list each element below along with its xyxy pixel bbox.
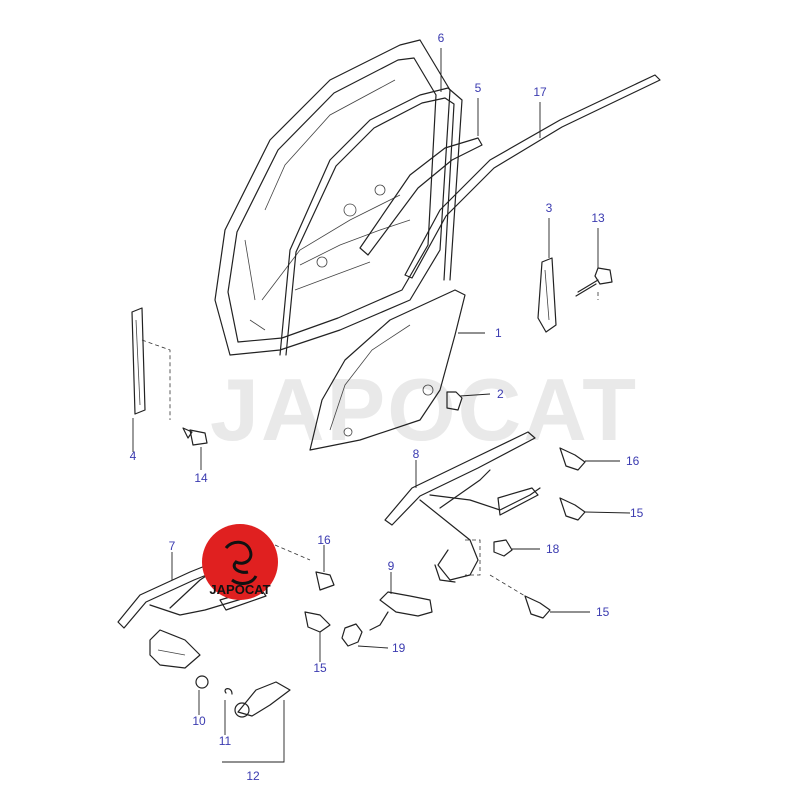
callout-11: 11 — [219, 734, 232, 748]
bolt-16-lower — [315, 571, 335, 591]
wire-harness — [341, 623, 363, 647]
nut-18 — [493, 539, 513, 557]
callout-19: 19 — [392, 641, 406, 655]
window-motor — [369, 591, 433, 631]
callout-3: 3 — [546, 201, 553, 215]
callout-18: 18 — [546, 542, 560, 556]
bolt-15-upper — [559, 497, 586, 521]
japocat-logo: JAPOCAT — [202, 524, 278, 600]
bolt-13 — [575, 267, 613, 297]
callout-6: 6 — [438, 31, 445, 45]
door-shell — [214, 39, 451, 356]
bolt-16-upper — [559, 447, 586, 471]
bolt-14 — [182, 427, 208, 446]
run-channel — [279, 87, 463, 356]
callout-14: 14 — [194, 471, 208, 485]
callout-5: 5 — [475, 81, 482, 95]
callout-13: 13 — [591, 211, 605, 225]
callout-1: 1 — [495, 326, 502, 340]
callout-15-left: 15 — [313, 661, 327, 675]
bolt-15-left — [304, 611, 331, 633]
weatherstrip — [404, 74, 661, 279]
door-glass — [309, 289, 466, 451]
leader-lines — [132, 48, 631, 763]
callout-10: 10 — [192, 714, 206, 728]
watermark-text: JAPOCAT — [210, 360, 638, 459]
callout-8: 8 — [413, 447, 420, 461]
logo-text: JAPOCAT — [209, 582, 270, 597]
callout-17: 17 — [533, 85, 547, 99]
callout-labels: 6 5 17 3 13 1 2 4 14 8 16 15 18 15 7 16 … — [130, 31, 644, 783]
front-channel — [131, 307, 146, 415]
callout-2: 2 — [497, 387, 504, 401]
callout-15-lower: 15 — [596, 605, 610, 619]
rear-channel — [537, 257, 557, 333]
callout-15-upper: 15 — [630, 506, 644, 520]
callout-16-upper: 16 — [626, 454, 640, 468]
belt-moulding-outer — [359, 137, 483, 256]
callout-16-lower: 16 — [317, 533, 331, 547]
callout-4: 4 — [130, 449, 137, 463]
glass-clip — [446, 391, 463, 411]
bolt-15-lower — [524, 595, 551, 619]
window-crank-handle — [224, 681, 291, 718]
window-regulator-upper — [384, 431, 541, 583]
callout-7: 7 — [169, 539, 176, 553]
callout-12: 12 — [246, 769, 260, 783]
callout-9: 9 — [388, 559, 395, 573]
clip-10 — [195, 675, 209, 689]
